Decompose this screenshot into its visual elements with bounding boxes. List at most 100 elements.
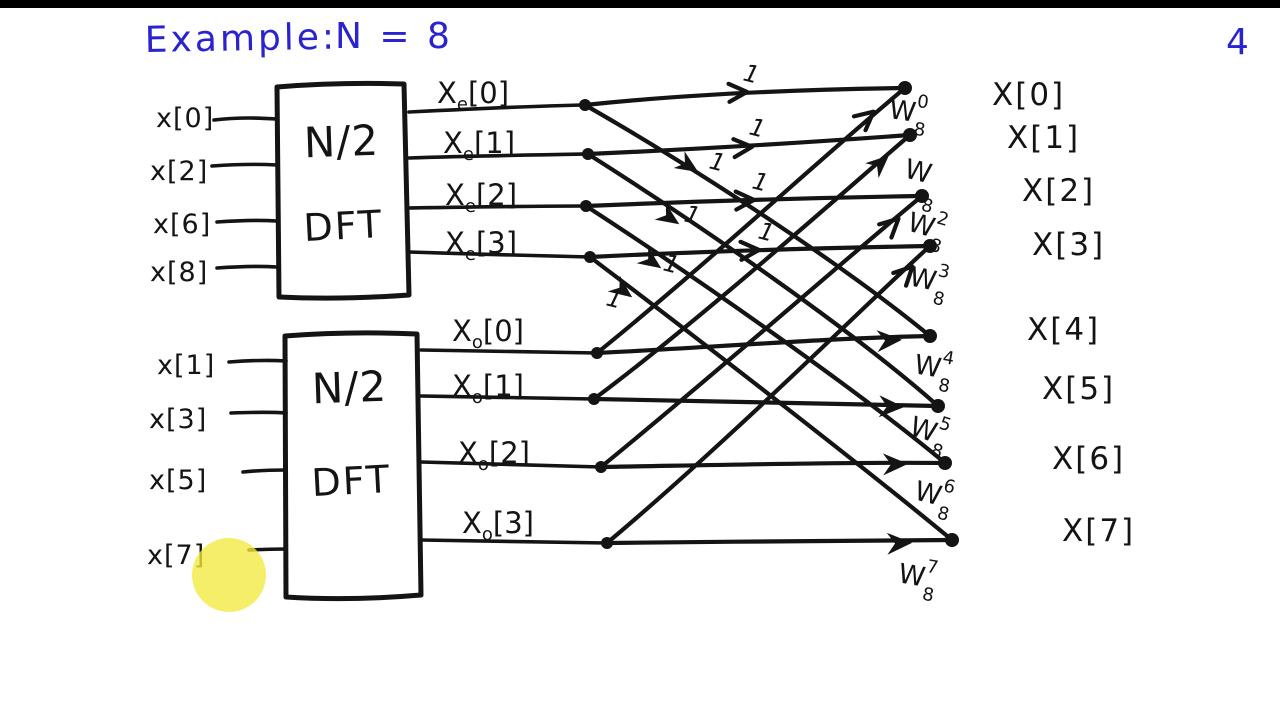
wire-xo1 xyxy=(419,394,596,401)
output-label-4: X[4] xyxy=(1027,312,1100,348)
label-xe2-base: X xyxy=(445,178,465,212)
arrowhead xyxy=(865,155,889,179)
label-xe3-sub: e xyxy=(465,244,476,265)
arrowhead xyxy=(891,264,915,288)
twiddle-w2: W28 xyxy=(901,200,952,258)
wire-xo3 xyxy=(419,538,609,545)
label-xe2-index: [2] xyxy=(476,178,517,212)
node-out1 xyxy=(903,128,917,142)
node-out0 xyxy=(898,81,912,95)
twiddle-w3: W38 xyxy=(904,255,952,311)
unity-gain-labels: 1 1 1 1 1 1 1 1 xyxy=(604,59,778,315)
label-xo1-index: [1] xyxy=(483,369,524,403)
label-xo1-sub: o xyxy=(472,387,483,408)
gain-label: 1 xyxy=(756,217,778,248)
arrowhead xyxy=(882,453,908,476)
page-title: Example: xyxy=(144,17,337,61)
output-label-6: X[6] xyxy=(1052,441,1125,477)
twiddle-w1-base: W xyxy=(901,154,934,191)
label-xo1-base: X xyxy=(452,369,472,403)
label-xe2-sub: e xyxy=(465,196,476,217)
top-letterbox-bar xyxy=(0,0,1280,8)
bottom-dft-size-label: N/2 xyxy=(311,362,388,414)
twiddle-w6-sup: 6 xyxy=(941,475,957,498)
twiddle-w5-sup: 5 xyxy=(936,413,953,437)
node-dots xyxy=(579,81,959,549)
wire-input-x2 xyxy=(210,162,279,168)
node-xe2 xyxy=(580,200,592,212)
output-label-1: X[1] xyxy=(1007,120,1080,156)
label-xo3-index: [3] xyxy=(493,506,534,540)
twiddle-w0: W08 xyxy=(885,87,930,141)
twiddle-w5: W58 xyxy=(902,405,954,464)
wire-input-x1 xyxy=(227,358,288,364)
arrowhead xyxy=(886,532,912,555)
wire-xe3 xyxy=(407,250,592,259)
gain-label: 1 xyxy=(661,249,683,280)
output-label-7: X[7] xyxy=(1062,513,1135,549)
twiddle-w4-sub: 8 xyxy=(937,375,952,398)
wire-e0-out4 xyxy=(582,102,933,339)
label-xe1-sub: e xyxy=(463,144,474,165)
label-xo2-sub: o xyxy=(478,454,489,475)
node-xe0 xyxy=(579,99,591,111)
node-xo3 xyxy=(601,537,613,549)
gain-label: 1 xyxy=(741,59,763,90)
label-xe3-index: [3] xyxy=(476,226,517,260)
node-out4 xyxy=(923,329,937,343)
page-title-value: N = 8 xyxy=(335,16,453,57)
arrowhead xyxy=(726,81,750,104)
arrowhead xyxy=(878,395,904,418)
wire-input-x5 xyxy=(241,468,288,474)
label-xe0-index: [0] xyxy=(468,76,509,110)
highlight-marker xyxy=(192,538,266,612)
input-label-top-3: x[8] xyxy=(150,257,208,288)
bottom-dft-name-label: DFT xyxy=(310,457,392,505)
label-xo1: Xo[1] xyxy=(452,369,524,408)
node-out2 xyxy=(915,189,929,203)
arrowhead xyxy=(673,151,699,173)
node-out6 xyxy=(938,456,952,470)
wire-xe1 xyxy=(407,152,590,160)
node-xo1 xyxy=(588,393,600,405)
twiddle-w2-sup: 2 xyxy=(934,208,951,231)
gain-label: 1 xyxy=(707,147,729,178)
label-xe0-sub: e xyxy=(457,94,468,115)
output-label-0: X[0] xyxy=(992,77,1065,113)
wire-e1-out1 xyxy=(585,132,913,157)
label-xe1-base: X xyxy=(443,126,463,160)
input-wires xyxy=(210,116,288,552)
output-label-2: X[2] xyxy=(1022,173,1095,209)
block-output-wires xyxy=(407,103,609,545)
twiddle-w6-sub: 8 xyxy=(935,503,951,526)
arrowhead xyxy=(877,216,901,240)
input-label-bottom-0: x[1] xyxy=(157,350,215,381)
twiddle-w0-sup: 0 xyxy=(916,91,930,113)
wire-o1-out1 xyxy=(591,132,913,402)
label-xe1: Xe[1] xyxy=(443,126,515,165)
twiddle-w4-base: W xyxy=(912,349,944,384)
output-label-5: X[5] xyxy=(1042,371,1115,407)
node-xo0 xyxy=(591,347,603,359)
wire-o2-out6 xyxy=(598,460,948,470)
wire-o3-out7 xyxy=(604,537,955,546)
top-dft-size-label: N/2 xyxy=(303,116,380,168)
wire-xo0 xyxy=(419,348,599,355)
arrowhead xyxy=(851,109,876,133)
label-xe2: Xe[2] xyxy=(445,178,517,217)
node-out3 xyxy=(923,239,937,253)
node-xe3 xyxy=(584,251,596,263)
twiddle-w7-base: W xyxy=(896,558,928,593)
butterfly-wires xyxy=(582,85,955,546)
label-xo2: Xo[2] xyxy=(458,436,530,475)
gain-label: 1 xyxy=(682,200,704,231)
twiddle-labels: W08 W8 W28 W38 W48 W58 W68 W78 xyxy=(885,87,957,606)
arrowhead xyxy=(876,330,902,353)
label-xo0-index: [0] xyxy=(483,314,524,348)
twiddle-w3-base: W xyxy=(907,262,940,298)
node-xe1 xyxy=(582,148,594,160)
arrowhead xyxy=(607,275,633,298)
gain-label: 1 xyxy=(604,284,626,315)
node-out7 xyxy=(945,533,959,547)
